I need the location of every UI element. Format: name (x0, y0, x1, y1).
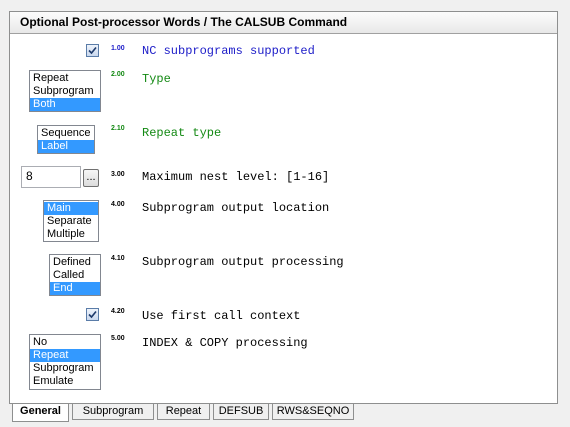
index-copy-listbox[interactable]: No Repeat Subprogram Emulate (29, 334, 101, 390)
output-processing-label: Subprogram output processing (142, 255, 344, 269)
list-option[interactable]: No (33, 336, 48, 348)
list-option-selected[interactable]: Repeat (30, 349, 100, 362)
browse-button[interactable]: ... (83, 169, 99, 187)
list-option-selected[interactable]: Both (30, 98, 100, 111)
list-option-selected[interactable]: End (50, 282, 100, 295)
list-option[interactable]: Subprogram (33, 362, 94, 374)
item-number: 3.00 (111, 171, 125, 178)
item-number: 4.20 (111, 308, 125, 315)
list-option[interactable]: Separate (47, 215, 92, 227)
output-processing-listbox[interactable]: Defined Called End (49, 254, 101, 296)
output-location-label: Subprogram output location (142, 201, 330, 215)
item-number: 1.00 (111, 45, 125, 52)
item-number: 2.00 (111, 71, 125, 78)
panel-title: Optional Post-processor Words / The CALS… (10, 12, 557, 34)
type-listbox[interactable]: Repeat Subprogram Both (29, 70, 101, 112)
checkmark-icon (88, 46, 97, 55)
item-number: 5.00 (111, 335, 125, 342)
tab-repeat[interactable]: Repeat (157, 404, 210, 420)
nc-subprograms-label: NC subprograms supported (142, 44, 315, 58)
output-location-listbox[interactable]: Main Separate Multiple (43, 200, 99, 242)
index-copy-label: INDEX & COPY processing (142, 336, 308, 350)
list-option[interactable]: Multiple (47, 228, 85, 240)
type-label: Type (142, 72, 171, 86)
tab-general[interactable]: General (12, 404, 69, 422)
repeat-type-listbox[interactable]: Sequence Label (37, 125, 95, 154)
item-number: 4.10 (111, 255, 125, 262)
first-call-label: Use first call context (142, 309, 301, 323)
list-option[interactable]: Sequence (41, 127, 91, 139)
max-nest-label: Maximum nest level: [1-16] (142, 170, 330, 184)
tab-rws-seqno[interactable]: RWS&SEQNO (272, 404, 354, 420)
list-option[interactable]: Repeat (33, 72, 69, 84)
list-option[interactable]: Subprogram (33, 85, 94, 97)
tab-defsub[interactable]: DEFSUB (213, 404, 269, 420)
item-number: 2.10 (111, 125, 125, 132)
list-option[interactable]: Called (53, 269, 85, 281)
tab-subprogram[interactable]: Subprogram (72, 404, 154, 420)
list-option-selected[interactable]: Main (44, 202, 98, 215)
nc-subprograms-checkbox[interactable] (86, 44, 99, 57)
repeat-type-label: Repeat type (142, 126, 222, 140)
max-nest-input[interactable]: 8 (21, 166, 81, 188)
item-number: 4.00 (111, 201, 125, 208)
checkmark-icon (88, 310, 97, 319)
list-option[interactable]: Defined (53, 256, 91, 268)
calsub-panel: Optional Post-processor Words / The CALS… (9, 11, 558, 404)
list-option[interactable]: Emulate (33, 375, 74, 387)
list-option-selected[interactable]: Label (38, 140, 94, 153)
first-call-checkbox[interactable] (86, 308, 99, 321)
